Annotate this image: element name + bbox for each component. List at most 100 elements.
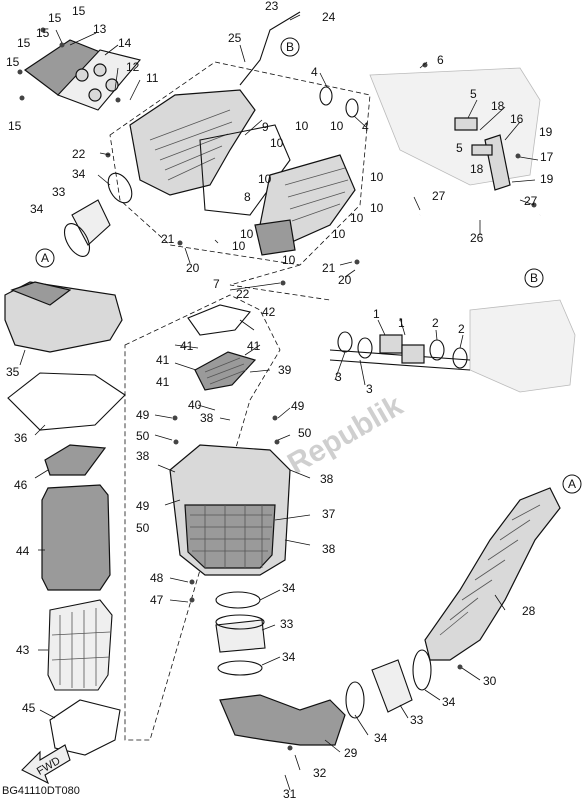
clamp-34-mid [215,591,261,609]
callout-10: 10 [370,170,384,184]
duct-outlet [254,219,296,256]
airbox-ribs [149,109,233,181]
bracket-18 [454,117,478,131]
callout-27: 27 [432,189,446,203]
pipe-23 [239,11,301,86]
duct-29 [219,694,346,746]
tube-assembly [329,349,471,371]
gasket-36 [7,372,126,431]
clamp-34-upper-b [107,172,133,204]
ref-label-b-top: B [286,40,294,54]
callout-4: 4 [362,120,369,134]
callout-43: 43 [16,643,30,657]
callout-23: 23 [265,0,279,13]
bracket-18b [471,144,493,156]
callout-44: 44 [16,544,30,558]
callout-15: 15 [48,11,62,25]
hose-routing-line [229,264,331,301]
callout-10: 10 [270,136,284,150]
callout-17: 17 [540,150,554,164]
callout-34: 34 [374,731,388,745]
callout-15: 15 [72,4,86,18]
callout-20: 20 [186,261,200,275]
fwd-arrow-icon [21,744,71,785]
clamp-3b [357,337,373,359]
joint-1 [379,334,403,354]
clamp-2b [452,347,468,369]
callout-24: 24 [322,10,336,24]
clamp-4a [319,86,333,106]
ref-label-a-right: A [568,477,576,491]
callout-15: 15 [6,55,20,69]
callout-20: 20 [338,273,352,287]
callout-15: 15 [17,36,31,50]
cage-bars [51,608,111,688]
gasket-14 [57,49,141,111]
callout-41: 41 [156,353,170,367]
cover-35 [4,281,123,353]
airbox-grate [184,504,276,569]
callout-26: 26 [470,231,484,245]
gasket-45 [49,699,121,756]
ref-marker-a-right [562,474,582,494]
callout-34: 34 [72,167,86,181]
callout-36: 36 [14,431,28,445]
callout-22: 22 [236,287,250,301]
callout-18: 18 [491,99,505,113]
callout-41: 41 [156,375,170,389]
callout-1: 1 [373,307,380,321]
insert-46 [44,444,107,476]
callout-3: 3 [335,370,342,384]
callout-34: 34 [282,581,296,595]
diagram-code: BG41110DT080 [2,785,80,797]
callout-47: 47 [150,593,164,607]
gasket-hole-icon [88,88,102,102]
filter-cage-43 [47,599,113,691]
callout-41: 41 [247,339,261,353]
callout-19: 19 [539,125,553,139]
callout-33: 33 [410,713,424,727]
filter-element-44 [41,484,111,591]
callout-38: 38 [200,411,214,425]
callout-49: 49 [291,399,305,413]
clamp-34-upper [63,223,91,257]
callout-28: 28 [522,604,536,618]
callout-10: 10 [295,119,309,133]
callout-10: 10 [332,227,346,241]
callout-38: 38 [320,472,334,486]
clamp-4b [345,98,359,118]
callout-27: 27 [524,194,538,208]
callout-45: 45 [22,701,36,715]
clamp-34-right-b [412,649,432,691]
callout-34: 34 [442,695,456,709]
callout-31: 31 [283,787,297,800]
joint-1b [401,344,425,364]
callout-15: 15 [36,26,50,40]
upper-airbox [129,89,256,196]
callout-38: 38 [136,449,150,463]
callout-8: 8 [244,190,251,204]
grate-lines [190,505,272,568]
callout-11: 11 [146,71,159,85]
callout-37: 37 [322,507,336,521]
callout-3: 3 [366,382,373,396]
assembly-frame-lower [124,294,281,741]
funnel-33-right [371,659,413,713]
callout-38: 38 [322,542,336,556]
callout-12: 12 [126,60,140,74]
callout-10: 10 [330,119,344,133]
leader-lines [19,14,539,791]
callout-21: 21 [322,261,336,275]
callout-42: 42 [262,305,276,319]
ref-label-a-left: A [41,251,49,265]
callout-10: 10 [350,211,364,225]
callout-10: 10 [370,201,384,215]
callout-14: 14 [118,36,132,50]
callout-35: 35 [6,365,20,379]
callout-39: 39 [278,363,292,377]
gasket-hole-icon [75,68,89,82]
callout-labels: 15 15 15 15 15 15 13 14 12 11 23 24 25 6… [6,0,554,800]
callout-5: 5 [456,141,463,155]
callout-18: 18 [470,162,484,176]
